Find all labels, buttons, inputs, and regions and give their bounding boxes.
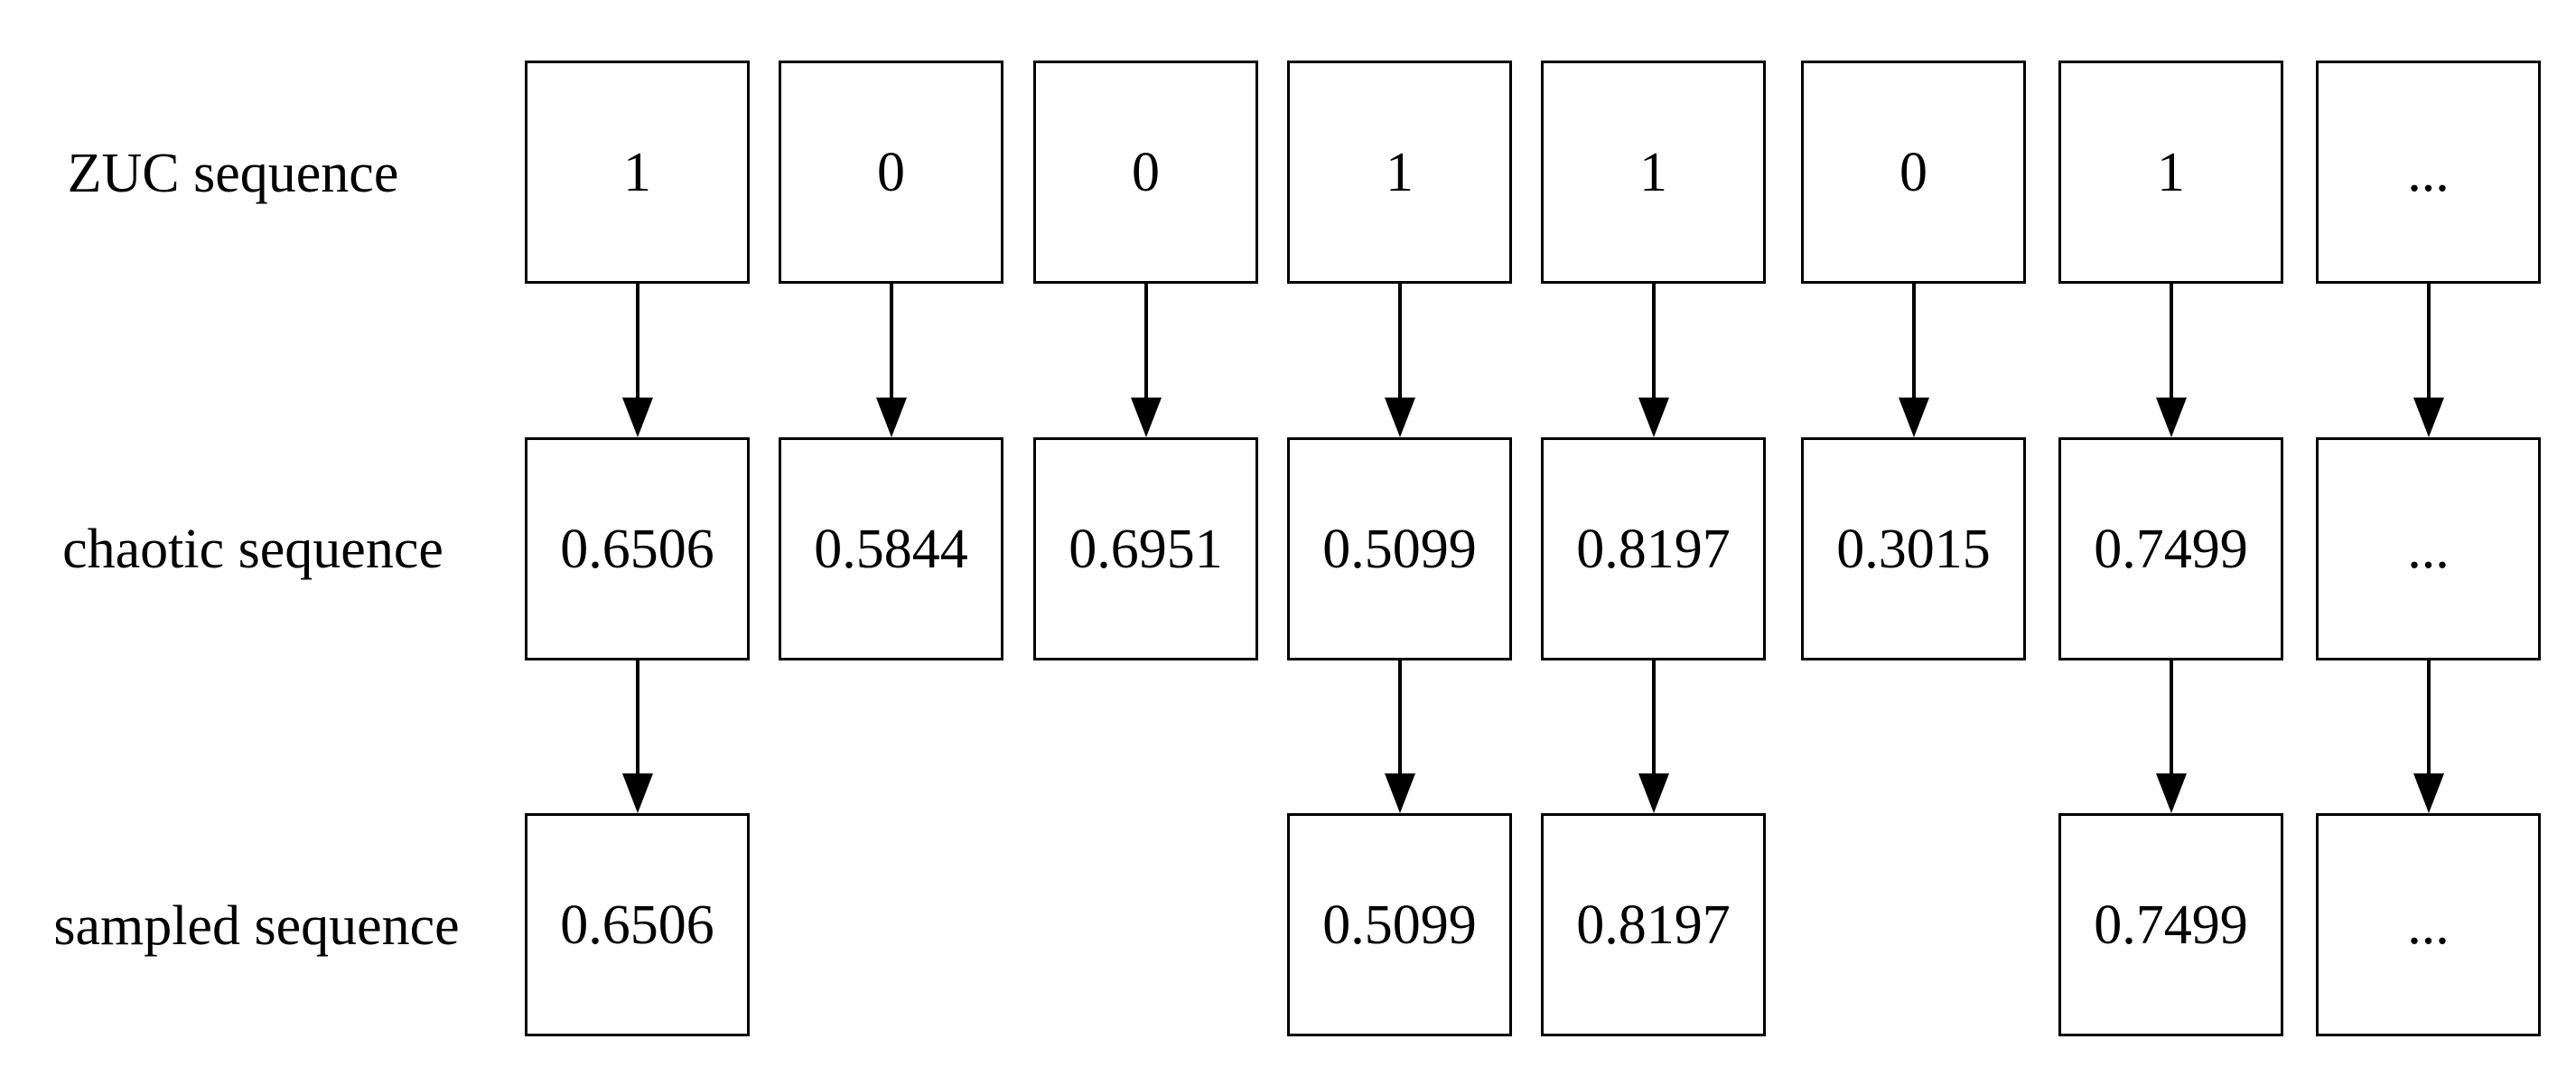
- zuc-cell: 1: [1287, 61, 1512, 284]
- zuc-to-chaotic-arrow: [1899, 284, 1929, 437]
- chaotic-cell: 0.7499: [2058, 437, 2283, 660]
- chaotic-cell: ...: [2316, 437, 2541, 660]
- zuc-to-chaotic-arrow: [1638, 284, 1669, 437]
- chaotic-cell: 0.5844: [779, 437, 1003, 660]
- chaotic-to-sampled-arrow: [2413, 660, 2444, 813]
- chaotic-to-sampled-arrow: [1385, 660, 1415, 813]
- chaotic-cell: 0.8197: [1541, 437, 1766, 660]
- row-label-sampled: sampled sequence: [53, 895, 460, 957]
- sampled-cell: 0.7499: [2058, 813, 2283, 1036]
- chaotic-to-sampled-arrow: [1638, 660, 1669, 813]
- sampled-cell: ...: [2316, 813, 2541, 1036]
- chaotic-cell: 0.6506: [525, 437, 750, 660]
- zuc-cell: 0: [1801, 61, 2026, 284]
- zuc-cell: 1: [2058, 61, 2283, 284]
- zuc-cell: 0: [779, 61, 1003, 284]
- zuc-to-chaotic-arrow: [2156, 284, 2187, 437]
- chaotic-cell: 0.6951: [1033, 437, 1258, 660]
- sampled-cell: 0.8197: [1541, 813, 1766, 1036]
- zuc-to-chaotic-arrow: [1131, 284, 1162, 437]
- zuc-to-chaotic-arrow: [1385, 284, 1415, 437]
- chaotic-cell: 0.3015: [1801, 437, 2026, 660]
- row-label-zuc: ZUC sequence: [67, 143, 399, 204]
- chaotic-cell: 0.5099: [1287, 437, 1512, 660]
- sampled-cell: 0.6506: [525, 813, 750, 1036]
- zuc-cell: 1: [525, 61, 750, 284]
- chaotic-to-sampled-arrow: [622, 660, 653, 813]
- zuc-to-chaotic-arrow: [2413, 284, 2444, 437]
- zuc-cell: 0: [1033, 61, 1258, 284]
- row-label-chaotic: chaotic sequence: [62, 519, 443, 580]
- zuc-cell: 1: [1541, 61, 1766, 284]
- zuc-cell: ...: [2316, 61, 2541, 284]
- chaotic-to-sampled-arrow: [2156, 660, 2187, 813]
- zuc-to-chaotic-arrow: [622, 284, 653, 437]
- zuc-to-chaotic-arrow: [876, 284, 907, 437]
- sampled-cell: 0.5099: [1287, 813, 1512, 1036]
